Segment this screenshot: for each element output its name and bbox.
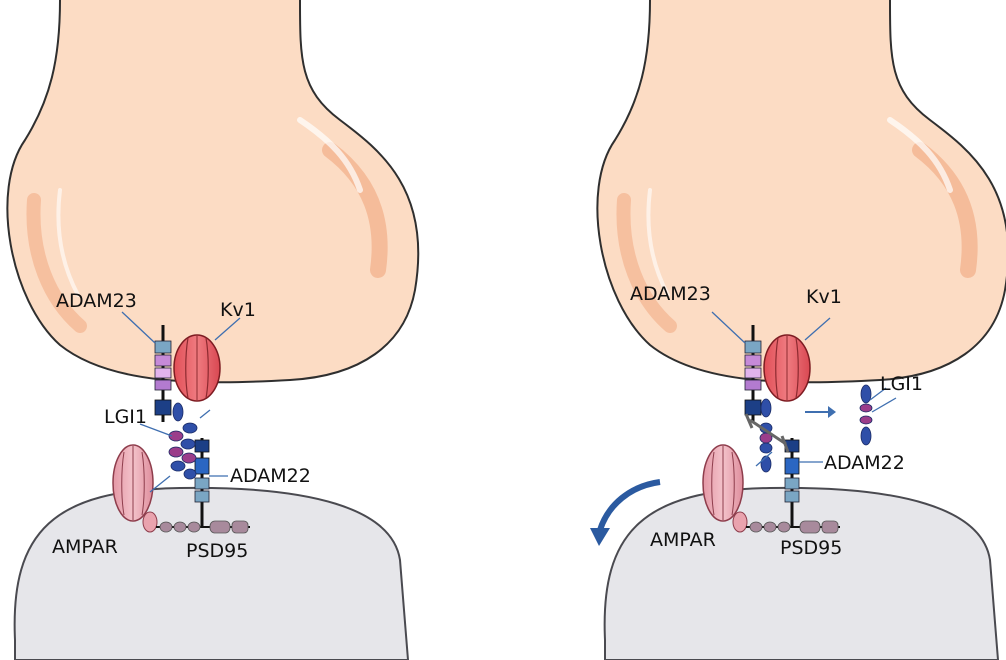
label-adam23: ADAM23 (56, 290, 137, 312)
panel-right: ADAM23 Kv1 LGI1 ADAM22 AMPAR PSD95 (590, 0, 1006, 660)
panel-left: ADAM23 Kv1 LGI1 ADAM22 AMPAR PSD95 (7, 0, 418, 660)
label-ampar: AMPAR (52, 536, 118, 558)
label-adam22: ADAM22 (230, 465, 311, 487)
label-lgi1: LGI1 (104, 406, 147, 428)
release-arrow (805, 406, 836, 418)
label-kv1: Kv1 (220, 299, 256, 321)
label-kv1: Kv1 (806, 286, 842, 308)
lgi1-free (860, 385, 872, 445)
label-psd95: PSD95 (186, 540, 248, 562)
label-psd95: PSD95 (780, 537, 842, 559)
label-lgi1: LGI1 (880, 373, 923, 395)
lgi1-complex (169, 403, 197, 479)
label-ampar: AMPAR (650, 529, 716, 551)
label-adam22: ADAM22 (824, 452, 905, 474)
label-adam23: ADAM23 (630, 283, 711, 305)
